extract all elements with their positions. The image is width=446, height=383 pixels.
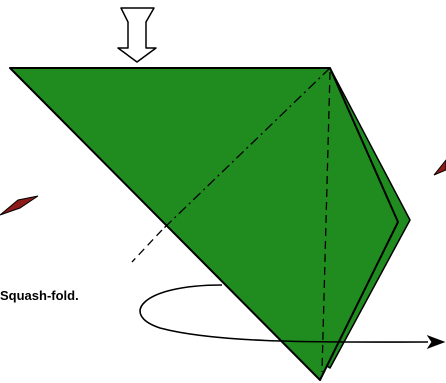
paper-front-face [9, 67, 399, 381]
fold-direction-arrow [139, 284, 429, 343]
back-flap-right [433, 159, 446, 176]
back-flap-left [0, 195, 39, 216]
fold-arrow-head [426, 334, 446, 350]
valley-fold-line [161, 67, 331, 231]
valley-fold-extension [131, 229, 163, 263]
vertical-crease-line [321, 71, 331, 373]
push-arrow-icon [117, 7, 157, 63]
instruction-label: Squash-fold. [0, 288, 79, 303]
